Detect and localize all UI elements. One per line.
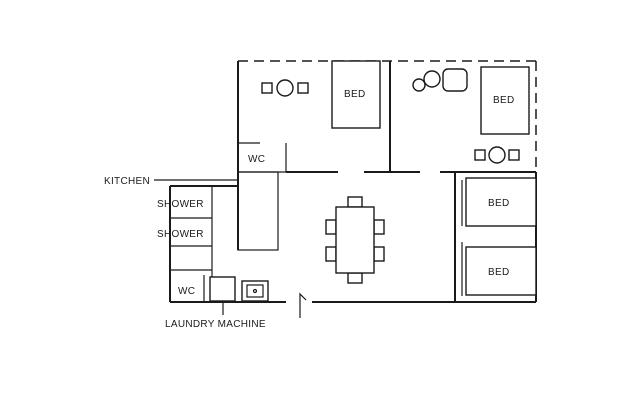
kitchen-counter [237,171,279,251]
side-tables [261,68,520,164]
nightstand-icon [474,149,486,161]
label-bed-top-right: BED [493,95,514,106]
entrance-door-icon [299,292,307,318]
bed-top-right [480,66,530,135]
bed-mid-right [465,177,537,227]
lamp-icon [276,79,294,97]
label-wc-upper: WC [248,154,265,165]
dining-chair-icon [325,219,337,235]
label-bed-mid-right: BED [488,198,509,209]
lamp-icon [412,78,426,92]
interior-walls [170,61,536,302]
label-laundry: LAUNDRY MACHINE [165,319,266,330]
label-bed-top-left: BED [344,89,365,100]
dining-chair-icon [347,272,363,284]
beds [331,60,537,296]
label-bed-bottom-right: BED [488,267,509,278]
bed-top-left [331,60,381,129]
dining-chair-icon [325,246,337,262]
label-wc-lower: WC [178,286,195,297]
dining-chair-icon [373,219,385,235]
sink-drain-icon [252,288,258,294]
dining-table [335,206,375,274]
bed-bottom-right [465,246,537,296]
nightstand-icon [508,149,520,161]
sink-icon [241,280,269,302]
dining-chair-icon [347,196,363,208]
lamp-icon [423,70,441,88]
label-shower-1: SHOWER [157,199,204,210]
laundry-machine-icon [209,276,236,302]
dining-set [325,196,385,284]
nightstand-icon [297,82,309,94]
sink-basin-icon [246,284,264,298]
lamp-icon [488,146,506,164]
label-kitchen: KITCHEN [104,176,150,187]
label-shower-2: SHOWER [157,229,204,240]
nightstand-icon [261,82,273,94]
dining-chair-icon [373,246,385,262]
armchair-icon [442,68,468,92]
